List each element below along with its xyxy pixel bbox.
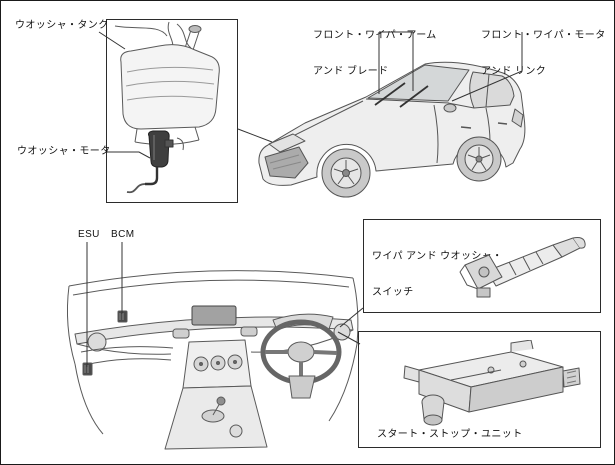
bcm-connector bbox=[117, 310, 128, 323]
washer-motor-part bbox=[126, 130, 174, 194]
label-front-wiper-motor-link: フロント・ワイパ・モータ アンド リンク bbox=[481, 6, 606, 102]
label-front-wiper-arm-blade-line1: フロント・ワイパ・アーム bbox=[313, 30, 437, 41]
wiper-washer-switch-drawing bbox=[459, 237, 586, 298]
label-wiper-washer-switch: ワイパ アンド ウオッシャ・ スイッチ bbox=[372, 227, 503, 323]
label-front-wiper-motor-link-line1: フロント・ワイパ・モータ bbox=[481, 30, 606, 41]
start-stop-unit-callout: スタート・ストップ・ユニット bbox=[358, 331, 601, 448]
label-bcm: BCM bbox=[111, 229, 135, 240]
dashboard-interior-drawing bbox=[66, 270, 359, 450]
washer-tank-drawing bbox=[114, 21, 220, 194]
front-wheel bbox=[321, 148, 371, 198]
label-wiper-washer-switch-line1: ワイパ アンド ウオッシャ・ bbox=[372, 251, 503, 262]
label-wiper-washer-switch-line2: スイッチ bbox=[372, 287, 414, 298]
washer-tank-inset-box bbox=[106, 19, 238, 203]
label-front-wiper-motor-link-line2: アンド リンク bbox=[481, 66, 547, 77]
start-stop-unit-drawing bbox=[403, 340, 581, 426]
label-front-wiper-arm-blade-line2: アンド ブレード bbox=[313, 66, 389, 77]
wiper-washer-switch-callout: ワイパ アンド ウオッシャ・ スイッチ bbox=[363, 219, 601, 313]
esu-connector bbox=[82, 362, 93, 376]
wiper-blades bbox=[374, 82, 429, 108]
label-washer-tank: ウオッシャ・タンク bbox=[15, 20, 109, 31]
washer-tank-part bbox=[120, 44, 220, 130]
rear-wheel bbox=[456, 136, 502, 182]
steering-wheel bbox=[260, 319, 342, 399]
label-start-stop-unit: スタート・ストップ・ユニット bbox=[377, 429, 523, 440]
label-esu: ESU bbox=[78, 229, 100, 240]
label-washer-motor: ウオッシャ・モータ bbox=[17, 146, 111, 157]
label-front-wiper-arm-blade: フロント・ワイパ・アーム アンド ブレード bbox=[313, 6, 437, 102]
